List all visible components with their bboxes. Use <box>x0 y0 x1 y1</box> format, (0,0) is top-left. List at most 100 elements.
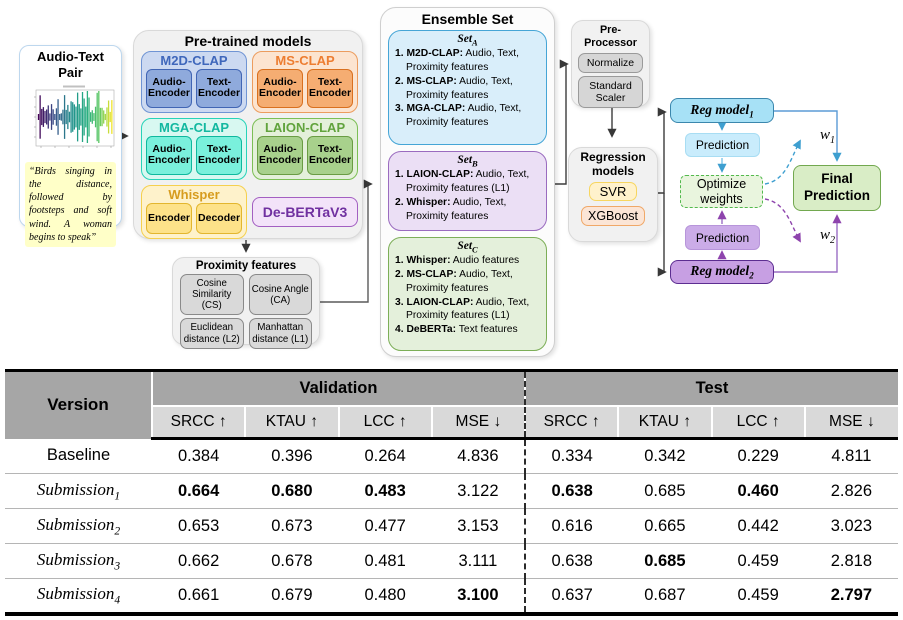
value-cell: 0.616 <box>523 508 619 544</box>
value-cell: 0.637 <box>523 578 619 616</box>
value-cell: 0.679 <box>245 578 339 616</box>
regression-models-panel: Regression models SVR XGBoost <box>568 147 658 242</box>
manhattan-distance-box: Manhattan distance (L1) <box>248 318 312 349</box>
value-cell: 0.481 <box>338 543 432 579</box>
value-cell: 0.334 <box>523 438 619 474</box>
xgboost-box: XGBoost <box>581 205 645 226</box>
pretrained-models-panel: Pre-trained models M2D-CLAP Audio-Encode… <box>133 30 363 239</box>
set-item: 2. MS-CLAP: Audio, Text, Proximity featu… <box>395 269 513 294</box>
set-item: 1. LAION-CLAP: Audio, Text, Proximity fe… <box>395 169 530 195</box>
set-item: 1. Whisper: Audio features <box>395 255 520 267</box>
audio-encoder-box: Audio-Encoder <box>257 135 304 175</box>
table-row-submission-1: Submission1 0.664 0.680 0.483 3.122 0.63… <box>5 473 898 509</box>
value-cell: 0.460 <box>711 473 805 509</box>
test-lcc-header: LCC ↑ <box>710 405 805 440</box>
value-cell: 0.459 <box>711 578 805 616</box>
model-name: MS-CLAP <box>275 53 335 68</box>
set-item: 1. M2D-CLAP: Audio, Text, Proximity feat… <box>395 48 519 74</box>
version-header: Version <box>5 370 152 439</box>
table-row-baseline: Baseline 0.384 0.396 0.264 4.836 0.334 0… <box>5 438 898 474</box>
text-encoder-box: Text-Encoder <box>307 68 354 108</box>
test-ktau-header: KTAU ↑ <box>617 405 712 440</box>
value-cell: 0.483 <box>338 473 432 509</box>
value-cell: 2.797 <box>804 578 898 616</box>
version-cell: Submission1 <box>5 473 152 509</box>
preprocessor-panel: Pre-Processor Normalize Standard Scaler <box>571 20 650 109</box>
model-card-ms-clap: MS-CLAP Audio-Encoder Text-Encoder <box>252 51 359 113</box>
audio-encoder-box: Audio-Encoder <box>146 68 193 108</box>
value-cell: 3.100 <box>431 578 525 616</box>
value-cell: 0.678 <box>245 543 339 579</box>
value-cell: 0.685 <box>618 473 712 509</box>
test-mse-header: MSE ↓ <box>803 405 898 440</box>
ensemble-set-panel: Ensemble Set SetA 1. M2D-CLAP: Audio, Te… <box>380 7 555 357</box>
value-cell: 0.384 <box>177 447 220 465</box>
value-cell: 3.153 <box>431 508 525 544</box>
table-row-submission-2: Submission2 0.653 0.673 0.477 3.153 0.61… <box>5 508 898 544</box>
prediction-2-box: Prediction <box>685 225 760 250</box>
audio-encoder-box: Audio-Encoder <box>146 135 193 175</box>
value-cell: 0.661 <box>152 578 246 616</box>
regression-title: Regression models <box>580 150 646 178</box>
value-cell: 0.638 <box>523 473 619 509</box>
table-row-submission-3: Submission3 0.662 0.678 0.481 3.111 0.63… <box>5 543 898 579</box>
value-cell: 0.687 <box>618 578 712 616</box>
model-card-debertav3: De-BERTaV3 <box>252 197 359 227</box>
version-cell: Baseline <box>46 446 111 465</box>
waveform-plot <box>25 82 117 159</box>
value-cell: 0.638 <box>523 543 619 579</box>
value-cell: 0.653 <box>152 508 246 544</box>
svr-box: SVR <box>589 181 637 201</box>
reg-model-2-box: Reg model2 <box>670 260 774 284</box>
model-name: LAION-CLAP <box>264 120 346 135</box>
value-cell: 0.673 <box>245 508 339 544</box>
text-encoder-box: Text-Encoder <box>196 135 243 175</box>
value-cell: 0.442 <box>711 508 805 544</box>
audio-text-pair-panel: Audio-Text Pair “Birds singing in the di… <box>19 45 122 248</box>
set-a-title: SetA <box>457 33 478 48</box>
results-table-section: Version Validation Test SRCC ↑ KTAU ↑ LC… <box>5 369 898 616</box>
set-c-card: SetC 1. Whisper: Audio features 2. MS-CL… <box>388 237 547 351</box>
set-item: 3. LAION-CLAP: Audio, Text, Proximity fe… <box>395 296 530 322</box>
final-prediction-box: Final Prediction <box>793 165 881 211</box>
decoder-box: Decoder <box>196 202 243 234</box>
audio-text-pair-title: Audio-Text Pair <box>37 49 104 81</box>
version-cell: Submission2 <box>5 508 152 544</box>
optimize-weights-box: Optimize weights <box>680 175 763 208</box>
set-item: 2. MS-CLAP: Audio, Text, Proximity featu… <box>395 75 513 101</box>
set-item: 2. Whisper: Audio, Text, Proximity featu… <box>395 196 507 222</box>
standard-scaler-box: Standard Scaler <box>578 75 643 109</box>
set-b-title: SetB <box>457 154 478 169</box>
value-cell: 0.685 <box>618 543 712 579</box>
weight-1-label: w1 <box>820 127 836 146</box>
audio-encoder-box: Audio-Encoder <box>257 68 304 108</box>
value-cell: 0.264 <box>364 447 406 465</box>
value-cell: 0.480 <box>338 578 432 616</box>
value-cell: 0.229 <box>737 447 779 465</box>
ensemble-title: Ensemble Set <box>421 11 514 27</box>
test-group-header: Test <box>524 370 898 407</box>
text-encoder-box: Text-Encoder <box>196 68 243 108</box>
model-name: Whisper <box>168 187 220 202</box>
caption-quote: “Birds singing in the distance, followed… <box>25 161 116 248</box>
value-cell: 3.023 <box>804 508 898 544</box>
results-table: Version Validation Test SRCC ↑ KTAU ↑ LC… <box>5 369 898 616</box>
test-srcc-header: SRCC ↑ <box>523 405 619 440</box>
waveform-bars <box>37 90 113 143</box>
preprocessor-title: Pre-Processor <box>584 24 637 49</box>
cosine-similarity-box: Cosine Similarity (CS) <box>180 274 244 316</box>
set-c-title: SetC <box>457 240 478 255</box>
model-card-m2d-clap: M2D-CLAP Audio-Encoder Text-Encoder <box>141 51 248 113</box>
version-cell: Submission3 <box>5 543 152 579</box>
model-card-laion-clap: LAION-CLAP Audio-Encoder Text-Encoder <box>252 118 359 180</box>
normalize-box: Normalize <box>578 52 643 73</box>
prediction-1-box: Prediction <box>685 133 760 157</box>
validation-group-header: Validation <box>151 370 525 407</box>
set-b-card: SetB 1. LAION-CLAP: Audio, Text, Proximi… <box>388 151 547 231</box>
value-cell: 0.396 <box>271 447 313 465</box>
cosine-angle-box: Cosine Angle (CA) <box>248 274 312 316</box>
table-row-submission-4: Submission4 0.661 0.679 0.480 3.100 0.63… <box>5 578 898 616</box>
value-cell: 0.662 <box>152 543 246 579</box>
value-cell: 4.811 <box>831 447 872 465</box>
value-cell: 0.664 <box>152 473 246 509</box>
